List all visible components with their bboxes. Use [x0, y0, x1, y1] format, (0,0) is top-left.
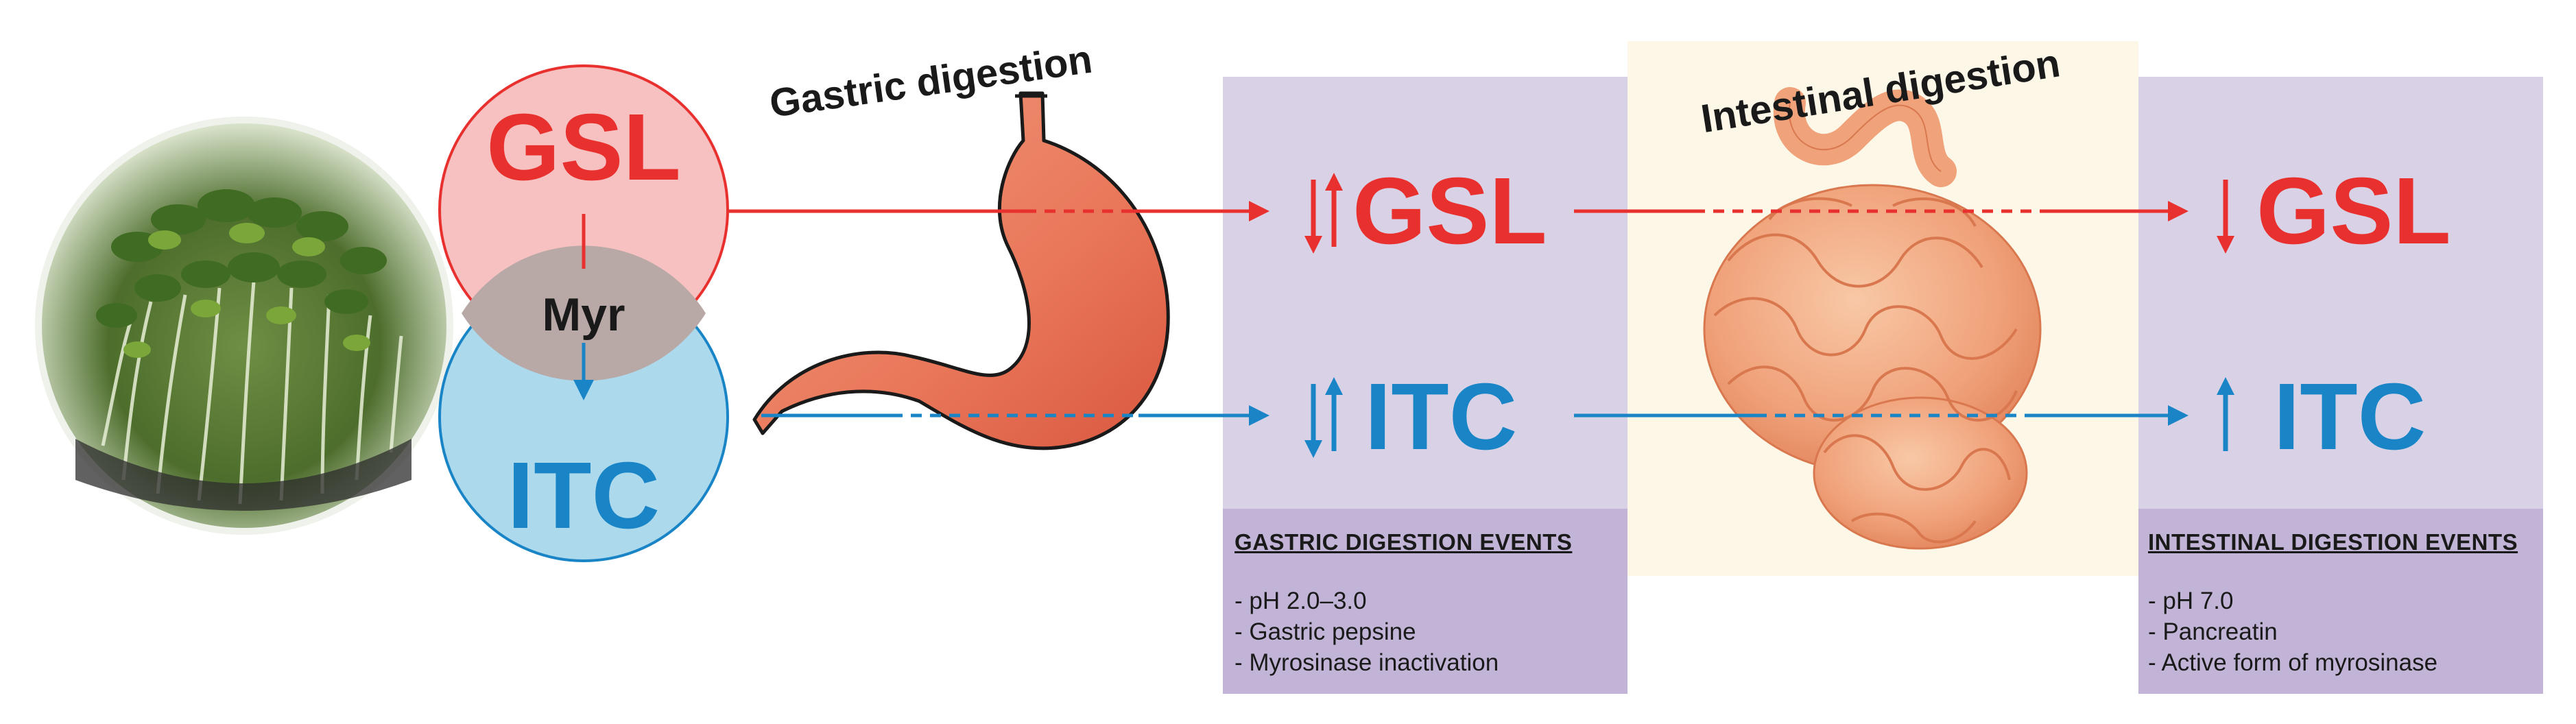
- myr-label: Myr: [542, 289, 625, 341]
- intestinal-caption-box: [2138, 509, 2543, 694]
- intestinal-event-item: - pH 7.0: [2148, 588, 2234, 614]
- gsl-intestinal-label: GSL: [2256, 158, 2451, 264]
- intestine: [1703, 87, 2042, 550]
- gastric-event-item: - Myrosinase inactivation: [1235, 649, 1499, 676]
- gastric-events-list: - pH 2.0–3.0 - Gastric pepsine - Myrosin…: [1235, 586, 1619, 678]
- gsl-label: GSL: [486, 95, 681, 200]
- stomach: [752, 91, 1170, 450]
- intestinal-event-item: - Active form of myrosinase: [2148, 649, 2438, 676]
- gsl-down-icon: [2217, 180, 2234, 254]
- myr-overlap: [462, 245, 706, 381]
- intestinal-events: INTESTINAL DIGESTION EVENTS - pH 7.0 - P…: [2148, 529, 2536, 678]
- gastric-events-title: GASTRIC DIGESTION EVENTS: [1235, 529, 1573, 555]
- itc-intestinal-label: ITC: [2274, 364, 2426, 470]
- sprouts-photo: [35, 117, 453, 535]
- itc-up-icon: [2217, 377, 2234, 451]
- gsl-gastric-label: GSL: [1352, 158, 1547, 264]
- gsl-down-up-icon: [1304, 173, 1343, 254]
- gastric-caption-box: [1223, 509, 1627, 694]
- itc-label: ITC: [508, 443, 660, 548]
- gastric-events: GASTRIC DIGESTION EVENTS - pH 2.0–3.0 - …: [1235, 529, 1619, 678]
- itc-gastric-label: ITC: [1365, 364, 1517, 470]
- gastric-title: Gastric digestion: [767, 37, 1095, 126]
- intestinal-events-title: INTESTINAL DIGESTION EVENTS: [2148, 529, 2518, 555]
- intestinal-events-list: - pH 7.0 - Pancreatin - Active form of m…: [2148, 586, 2536, 678]
- intestinal-event-item: - Pancreatin: [2148, 618, 2278, 645]
- gastric-event-item: - pH 2.0–3.0: [1235, 588, 1367, 614]
- itc-down-up-icon: [1304, 377, 1343, 458]
- gastric-event-item: - Gastric pepsine: [1235, 618, 1416, 645]
